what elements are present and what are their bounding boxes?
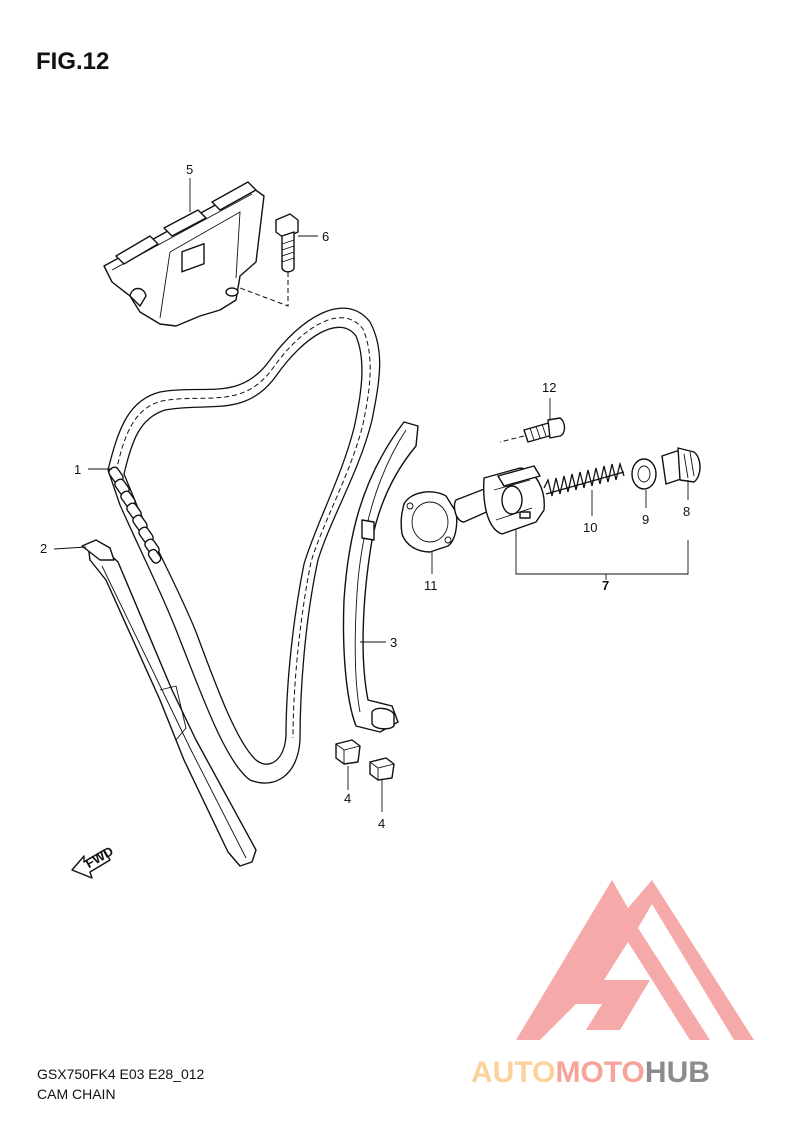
watermark-text-hub: HUB bbox=[645, 1056, 710, 1089]
diagram-code: GSX750FK4 E03 E28_012 bbox=[37, 1066, 205, 1082]
tensioner-gasket bbox=[400, 491, 458, 553]
callout-4b: 4 bbox=[378, 816, 385, 831]
tensioner-spring bbox=[543, 461, 625, 497]
cushion-right bbox=[369, 757, 395, 781]
callout-7: 7 bbox=[602, 578, 609, 593]
watermark-logo-mark bbox=[516, 880, 754, 1040]
callout-5: 5 bbox=[186, 162, 193, 177]
watermark-text-auto: AUTO bbox=[471, 1056, 555, 1089]
callout-6: 6 bbox=[322, 229, 329, 244]
chain-tensioner-arm bbox=[342, 421, 419, 733]
callout-11: 11 bbox=[424, 578, 438, 593]
callout-2: 2 bbox=[40, 541, 47, 556]
bolt-tensioner bbox=[499, 417, 566, 443]
spring-holder-bolt bbox=[661, 447, 701, 485]
callout-1: 1 bbox=[74, 462, 81, 477]
diagram-name: CAM CHAIN bbox=[37, 1086, 116, 1102]
svg-text:AUTOMOTOHUB: AUTOMOTOHUB bbox=[471, 1056, 710, 1089]
callout-4a: 4 bbox=[344, 791, 351, 806]
watermark-logo bbox=[516, 880, 754, 1040]
callout-10: 10 bbox=[583, 520, 597, 535]
figure-title: FIG.12 bbox=[36, 48, 110, 75]
tensioner-adjuster bbox=[453, 465, 545, 535]
callout-3: 3 bbox=[390, 635, 397, 650]
upper-chain-guide bbox=[103, 181, 265, 327]
bolt-guide bbox=[239, 213, 299, 307]
cam-chain bbox=[107, 307, 381, 784]
callout-12: 12 bbox=[542, 380, 556, 395]
washer bbox=[631, 458, 657, 490]
chain-guide bbox=[81, 539, 257, 867]
callout-9: 9 bbox=[642, 512, 649, 527]
callout-numbers: 5 6 1 2 3 4 4 12 8 9 10 11 7 bbox=[40, 162, 690, 831]
callout-8: 8 bbox=[683, 504, 690, 519]
watermark-text: AUTOMOTOHUB bbox=[471, 1056, 710, 1089]
cushion-left bbox=[335, 739, 361, 765]
watermark-text-moto: MOTO bbox=[555, 1056, 644, 1089]
leader-lines bbox=[53, 178, 689, 812]
forward-arrow-icon: FWD bbox=[71, 843, 116, 879]
